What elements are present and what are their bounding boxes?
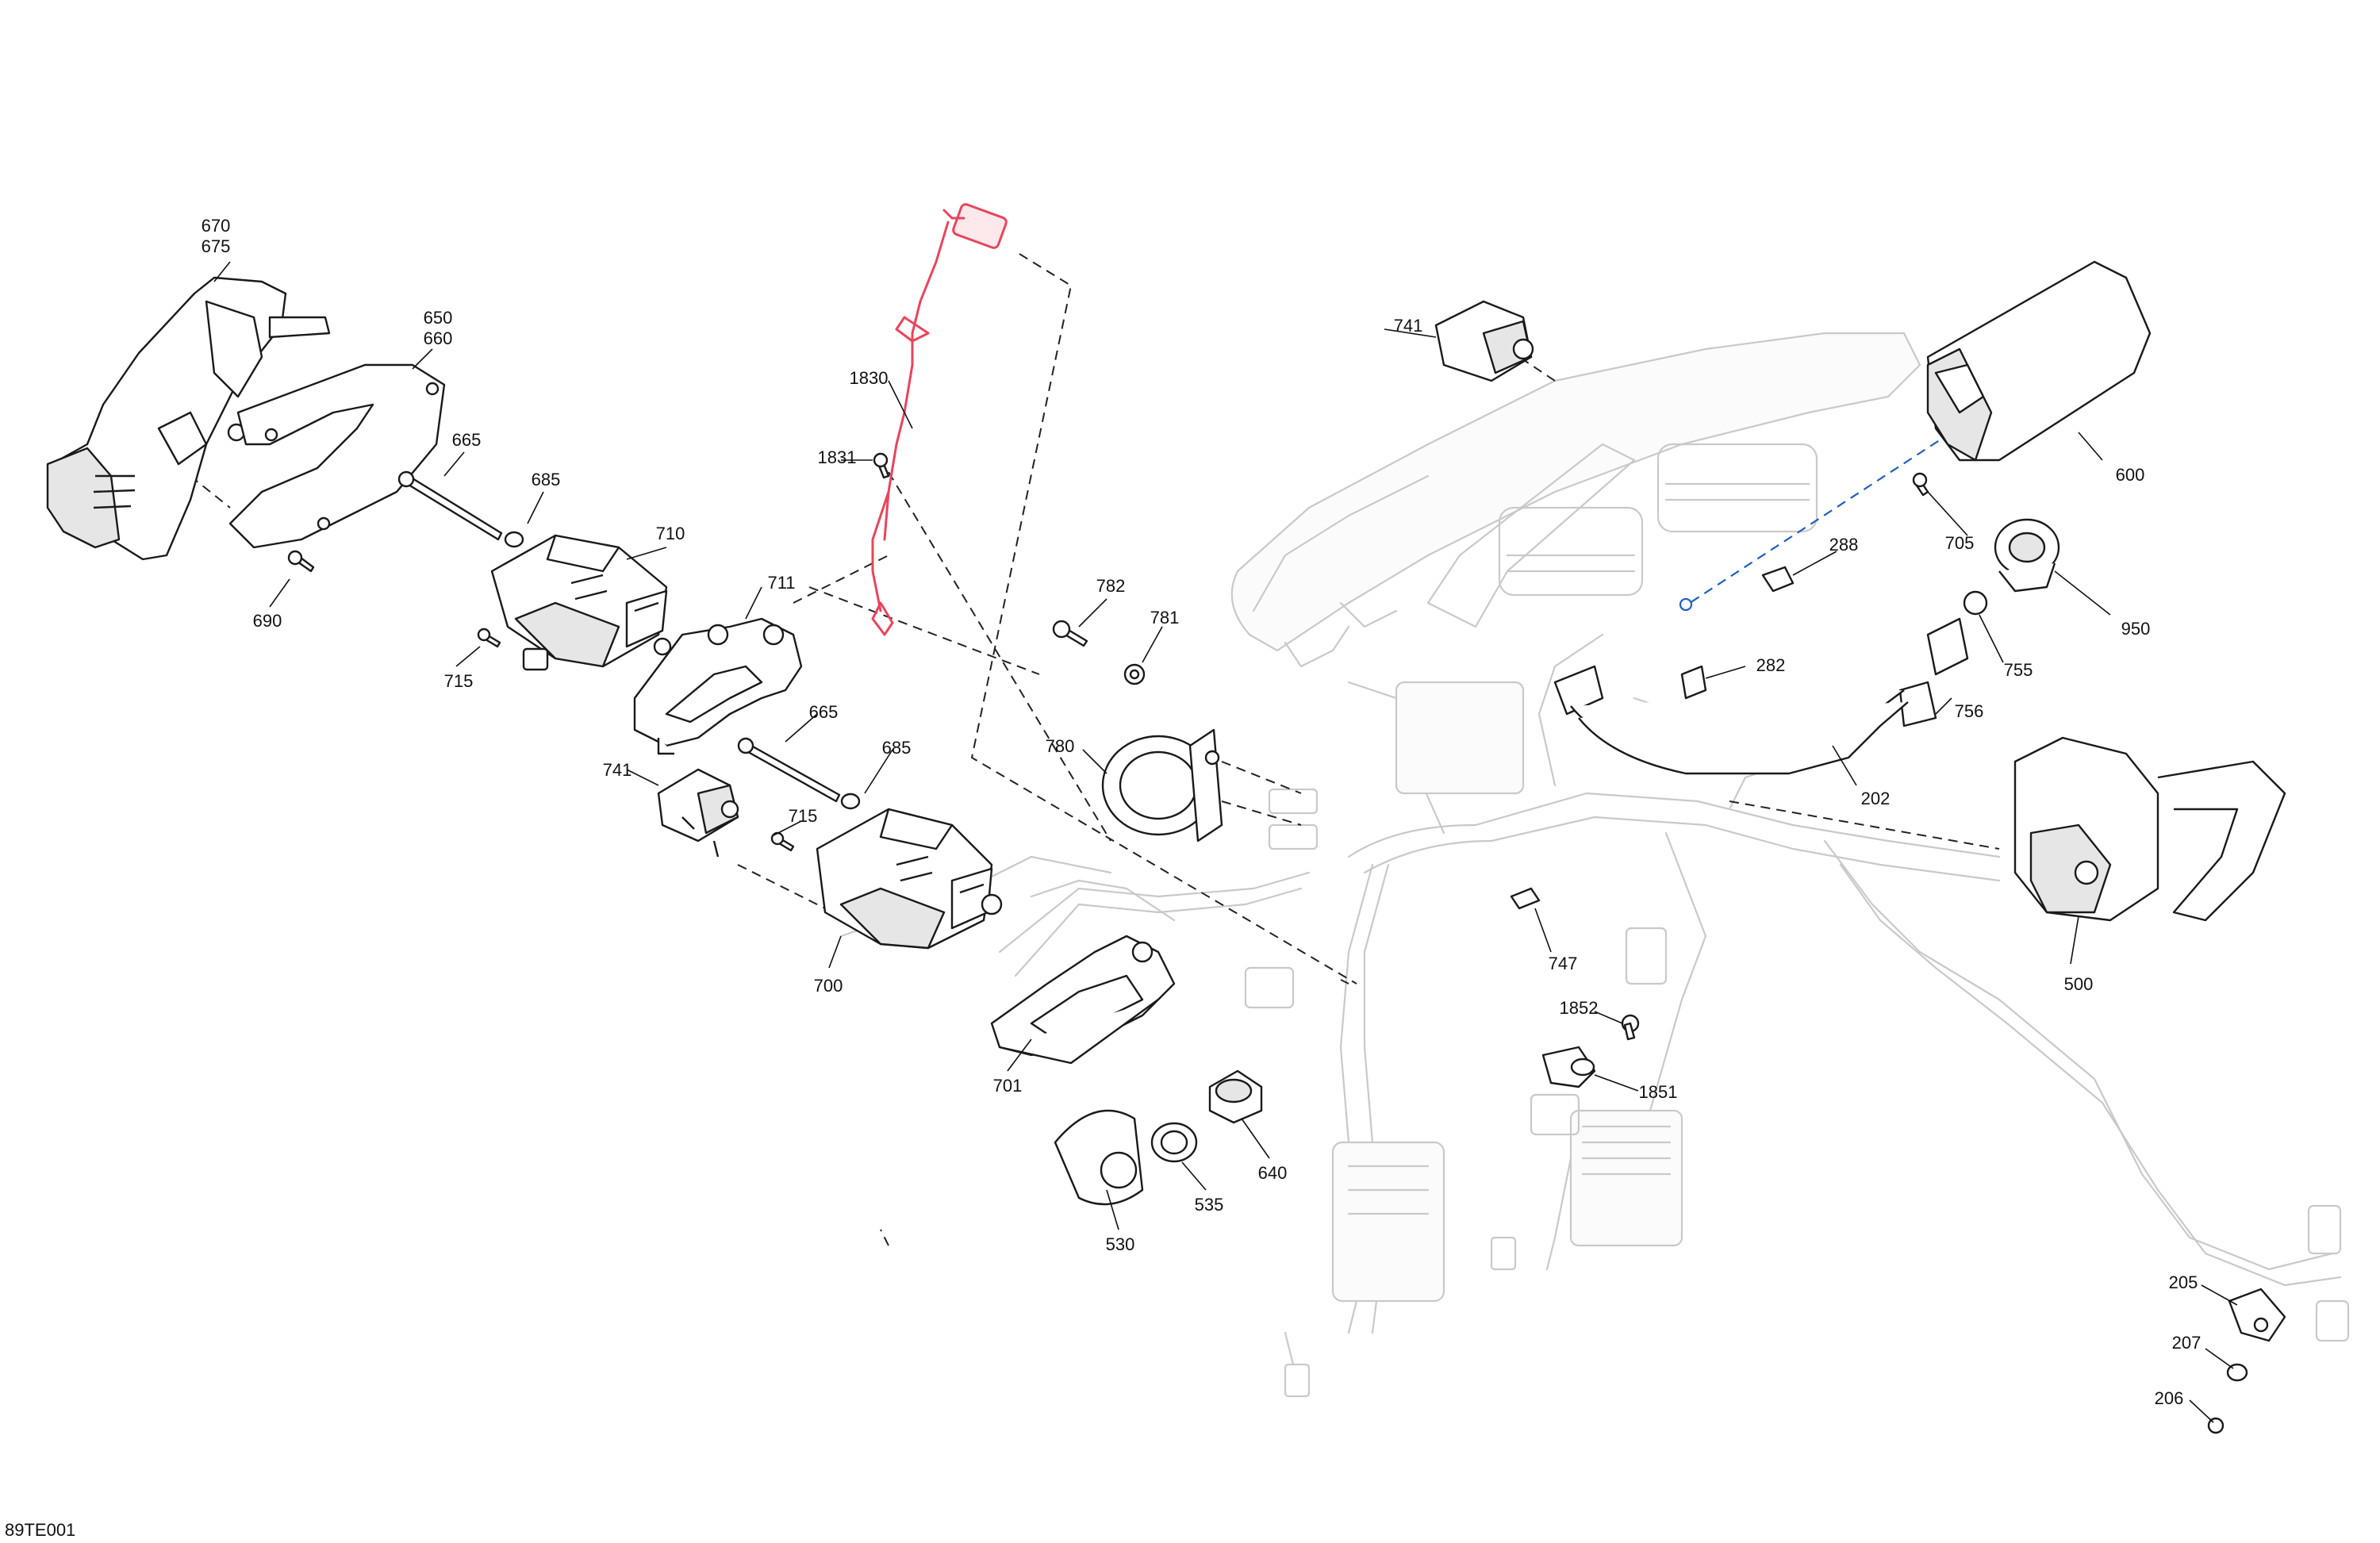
callout-781: 781	[1150, 608, 1180, 628]
callout-670: 670	[202, 216, 231, 236]
callout-530: 530	[1106, 1234, 1135, 1254]
callout-700: 700	[814, 976, 843, 996]
part-711-bracket	[633, 617, 803, 755]
callout-1852: 1852	[1560, 998, 1599, 1018]
callout-747: 747	[1549, 954, 1578, 973]
callout-756: 756	[1955, 701, 1984, 721]
small-connectors	[1510, 566, 1795, 910]
callout-205: 205	[2169, 1272, 2198, 1292]
part-780-horn	[1101, 728, 1223, 843]
part-741-lower-plug	[657, 768, 739, 858]
callout-701: 701	[993, 1076, 1023, 1096]
part-701-bracket	[990, 935, 1176, 1065]
part-650-660-plate	[228, 363, 446, 549]
figure-id: 89TE001	[5, 1520, 75, 1540]
callout-705: 705	[1945, 533, 1975, 553]
callout-950: 950	[2121, 619, 2151, 639]
callout-665-lower: 665	[809, 702, 839, 722]
callout-206: 206	[2155, 1388, 2184, 1408]
callout-685-upper: 685	[532, 470, 561, 489]
part-600-display	[1926, 260, 2152, 462]
assembly-guide-lines	[190, 253, 2000, 1246]
part-741-upper-plug	[1434, 300, 1534, 382]
callout-741-upper: 741	[1394, 316, 1423, 336]
callout-650: 650	[424, 308, 453, 328]
callout-202: 202	[1861, 789, 1891, 808]
callout-685-lower: 685	[882, 738, 912, 758]
part-700-module	[816, 808, 1003, 950]
callout-500: 500	[2064, 974, 2094, 994]
part-205-clip	[2228, 1288, 2286, 1342]
part-530-535-640-socket	[1054, 1069, 1263, 1206]
part-950-socket	[1994, 518, 2060, 593]
part-710-module	[490, 534, 672, 671]
part-202-755-756-harness	[1553, 590, 1988, 775]
callout-535: 535	[1195, 1195, 1224, 1215]
callout-780: 780	[1046, 736, 1075, 756]
callout-1830: 1830	[850, 368, 889, 388]
callout-711: 711	[767, 573, 795, 593]
callout-labels: 670 675 650 660 665 685 710 690 715 711 …	[202, 216, 2202, 1408]
callout-1831: 1831	[818, 447, 857, 467]
callout-782: 782	[1096, 576, 1126, 596]
callout-675: 675	[202, 236, 231, 256]
callout-715-upper: 715	[444, 671, 474, 691]
fasteners	[287, 452, 2248, 1434]
part-1851-clip	[1541, 1046, 1596, 1088]
leader-lines	[213, 261, 2238, 1423]
part-1830-sensor-cable	[871, 203, 1008, 636]
callout-690: 690	[253, 611, 282, 631]
callout-741-lower: 741	[603, 760, 632, 780]
callout-600: 600	[2116, 465, 2145, 485]
part-500-control-unit	[2013, 736, 2286, 922]
callout-282: 282	[1756, 655, 1786, 675]
callout-755: 755	[2004, 660, 2033, 680]
callout-1851: 1851	[1639, 1082, 1678, 1102]
callout-288: 288	[1829, 535, 1859, 555]
callout-710: 710	[656, 524, 685, 543]
callout-665-upper: 665	[452, 430, 482, 450]
callout-660: 660	[424, 328, 453, 348]
callout-207: 207	[2172, 1333, 2202, 1353]
callout-715-lower: 715	[789, 806, 818, 826]
part-670-675-bracket	[46, 276, 331, 561]
callout-640: 640	[1258, 1163, 1288, 1183]
